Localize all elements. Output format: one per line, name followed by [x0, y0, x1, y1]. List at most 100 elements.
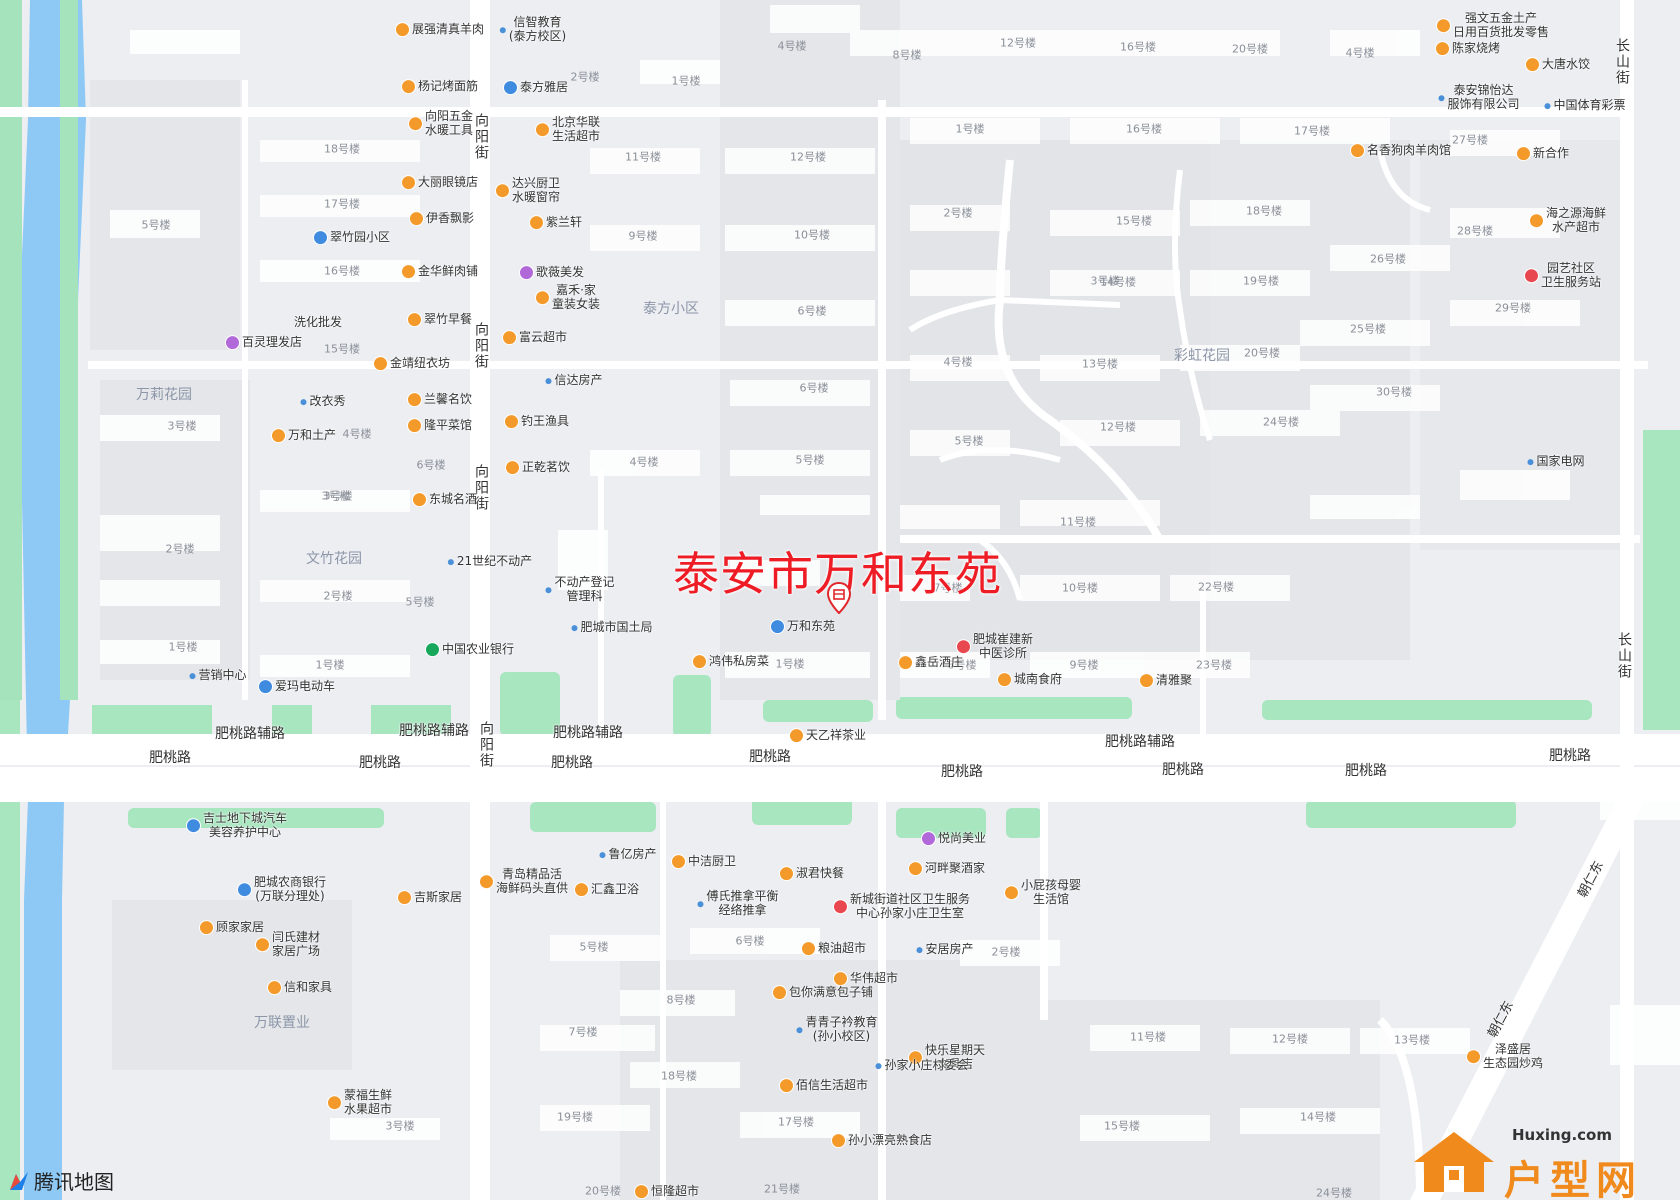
poi-label[interactable]: 孙小漂亮熟食店	[831, 1133, 933, 1148]
poi-label[interactable]: 杨记烤面筋	[401, 79, 478, 94]
shop-icon	[409, 212, 423, 226]
poi-label[interactable]: 翠竹早餐	[407, 312, 472, 327]
poi-label[interactable]: 名香狗肉羊肉馆	[1350, 143, 1451, 158]
poi-name: 佰信生活超市	[795, 1078, 869, 1093]
poi-label[interactable]: 爱玛电动车	[258, 679, 335, 694]
poi-label[interactable]: 兰馨名饮	[407, 392, 472, 407]
poi-label[interactable]: 孙家小庄村委会	[875, 1058, 969, 1073]
poi-name: 富云超市	[518, 330, 568, 345]
poi-label[interactable]: 闫氏建材 家居广场	[255, 930, 320, 959]
poi-label[interactable]: 东城名酒	[412, 492, 477, 507]
poi-label[interactable]: 恒隆超市	[634, 1184, 699, 1199]
poi-label[interactable]: 傅氏推拿平衡 经络推拿	[697, 889, 779, 918]
poi-label[interactable]: 万和土产	[271, 428, 336, 443]
poi-label[interactable]: 中国农业银行	[425, 642, 514, 657]
poi-label[interactable]: 肥城崔建新 中医诊所	[956, 632, 1033, 661]
poi-label[interactable]: 伊香飘影	[409, 211, 474, 226]
road-label-feitao-fulu: 肥桃路辅路	[553, 724, 623, 741]
poi-label[interactable]: 陈家烧烤	[1435, 41, 1500, 56]
poi-label[interactable]: 金靖纽衣坊	[373, 356, 450, 371]
poi-label[interactable]: 小屁孩母婴 生活馆	[1004, 878, 1081, 907]
poi-label[interactable]: 21世纪不动产	[447, 554, 533, 569]
poi-label[interactable]: 新城街道社区卫生服务 中心孙家小庄卫生室	[833, 892, 970, 921]
poi-label[interactable]: 营销中心	[189, 668, 247, 683]
poi-label[interactable]: 嘉禾·家 童装女装	[535, 283, 600, 312]
poi-label[interactable]: 不动产登记 管理科	[545, 575, 615, 604]
poi-label[interactable]: 达兴厨卫 水暖窗帘	[495, 176, 560, 205]
poi-label[interactable]: 百灵理发店	[225, 335, 302, 350]
poi-label[interactable]: 汇鑫卫浴	[574, 882, 639, 897]
poi-name: 21世纪不动产	[456, 554, 533, 569]
poi-name: 海之源海鲜 水产超市	[1545, 206, 1607, 234]
poi-label[interactable]: 翠竹园小区	[313, 230, 390, 245]
poi-name: 孙小漂亮熟食店	[847, 1133, 933, 1148]
poi-label[interactable]: 天乙祥茶业	[789, 728, 866, 743]
poi-label[interactable]: 快乐星期天 文具店	[908, 1043, 985, 1072]
poi-name: 营销中心	[198, 668, 247, 683]
poi-label[interactable]: 泰方雅居	[503, 80, 568, 95]
poi-label[interactable]: 华伟超市	[833, 971, 898, 986]
location-pin-icon[interactable]	[826, 582, 852, 614]
poi-label[interactable]: 正乾茗饮	[505, 460, 570, 475]
poi-label[interactable]: 中洁厨卫	[671, 854, 736, 869]
building-label: 30号楼	[1376, 385, 1412, 399]
poi-label[interactable]: 鸿伟私房菜	[692, 654, 769, 669]
poi-label[interactable]: 吉士地下城汽车 美容养护中心	[186, 811, 287, 840]
poi-label[interactable]: 展强清真羊肉	[395, 22, 484, 37]
poi-label[interactable]: 粮油超市	[801, 941, 866, 956]
poi-label[interactable]: 新合作	[1516, 146, 1569, 161]
poi-label[interactable]: 吉斯家居	[397, 890, 462, 905]
poi-label[interactable]: 大唐水饺	[1525, 57, 1590, 72]
poi-label[interactable]: 中国体育彩票	[1544, 98, 1626, 113]
poi-label[interactable]: 安居房产	[916, 942, 974, 957]
poi-label[interactable]: 悦尚美业	[921, 831, 986, 846]
poi-label[interactable]: 青岛精品活 海鲜码头直供	[479, 867, 568, 896]
poi-label[interactable]: 信智教育 (泰方校区)	[499, 15, 566, 44]
poi-label[interactable]: 信达房产	[545, 373, 603, 388]
poi-label[interactable]: 向阳五金 水暖工具	[408, 109, 473, 138]
poi-label[interactable]: 园艺社区 卫生服务站	[1524, 261, 1601, 290]
poi-label[interactable]: 信和家具	[267, 980, 332, 995]
salon-icon	[225, 336, 239, 350]
poi-label[interactable]: 河畔聚酒家	[908, 861, 985, 876]
building-label: 14号楼	[1100, 275, 1136, 289]
poi-label[interactable]: 海之源海鲜 水产超市	[1529, 206, 1607, 235]
poi-label[interactable]: 青青子衿教育 (孙小校区)	[796, 1015, 878, 1044]
poi-label[interactable]: 肥城农商银行 (万联分理处)	[237, 875, 326, 904]
building-label: 14号楼	[1300, 1110, 1336, 1124]
poi-label[interactable]: 钓王渔具	[504, 414, 569, 429]
poi-label[interactable]: 清雅聚	[1139, 673, 1192, 688]
poi-label[interactable]: 顾家家居	[199, 920, 264, 935]
poi-label[interactable]: 城南食府	[997, 672, 1062, 687]
poi-label[interactable]: 鲁亿房产	[599, 847, 657, 862]
area-label: 文竹花园	[306, 550, 362, 567]
building-label: 11号楼	[625, 150, 661, 164]
poi-label[interactable]: 金华鲜肉铺	[401, 264, 478, 279]
poi-label[interactable]: 国家电网	[1527, 454, 1585, 469]
poi-label[interactable]: 富云超市	[502, 330, 568, 345]
poi-label[interactable]: 强文五金土产 日用百货批发零售	[1436, 11, 1549, 40]
poi-label[interactable]: 泰安锦怡达 服饰有限公司	[1438, 83, 1520, 112]
poi-label[interactable]: 淑君快餐	[779, 866, 844, 881]
poi-name: 万和东苑	[786, 619, 836, 634]
poi-label[interactable]: 佰信生活超市	[779, 1078, 869, 1093]
poi-label[interactable]: 万和东苑	[770, 619, 836, 634]
poi-label[interactable]: 鑫岳酒庄	[898, 655, 963, 670]
poi-label[interactable]: 肥城市国土局	[571, 620, 653, 635]
poi-label[interactable]: 歌薇美发	[519, 265, 584, 280]
poi-label[interactable]: 大丽眼镜店	[401, 175, 478, 190]
poi-name: 鲁亿房产	[608, 847, 657, 862]
poi-label[interactable]: 改衣秀	[300, 394, 346, 409]
poi-name: 肥城市国土局	[580, 620, 653, 635]
shop-icon	[412, 493, 426, 507]
poi-label[interactable]: 蒙福生鲜 水果超市	[327, 1088, 392, 1117]
poi-label[interactable]: 北京华联 生活超市	[535, 115, 600, 144]
poi-label[interactable]: 包你满意包子铺	[772, 985, 873, 1000]
poi-label[interactable]: 紫兰轩	[529, 215, 582, 230]
salon-icon	[921, 832, 935, 846]
poi-label[interactable]: 隆平菜馆	[407, 418, 472, 433]
poi-label[interactable]: 泽盛居 生态园炒鸡	[1466, 1042, 1543, 1071]
shop-icon	[529, 216, 543, 230]
poi-label[interactable]: 洗化批发	[294, 315, 342, 330]
